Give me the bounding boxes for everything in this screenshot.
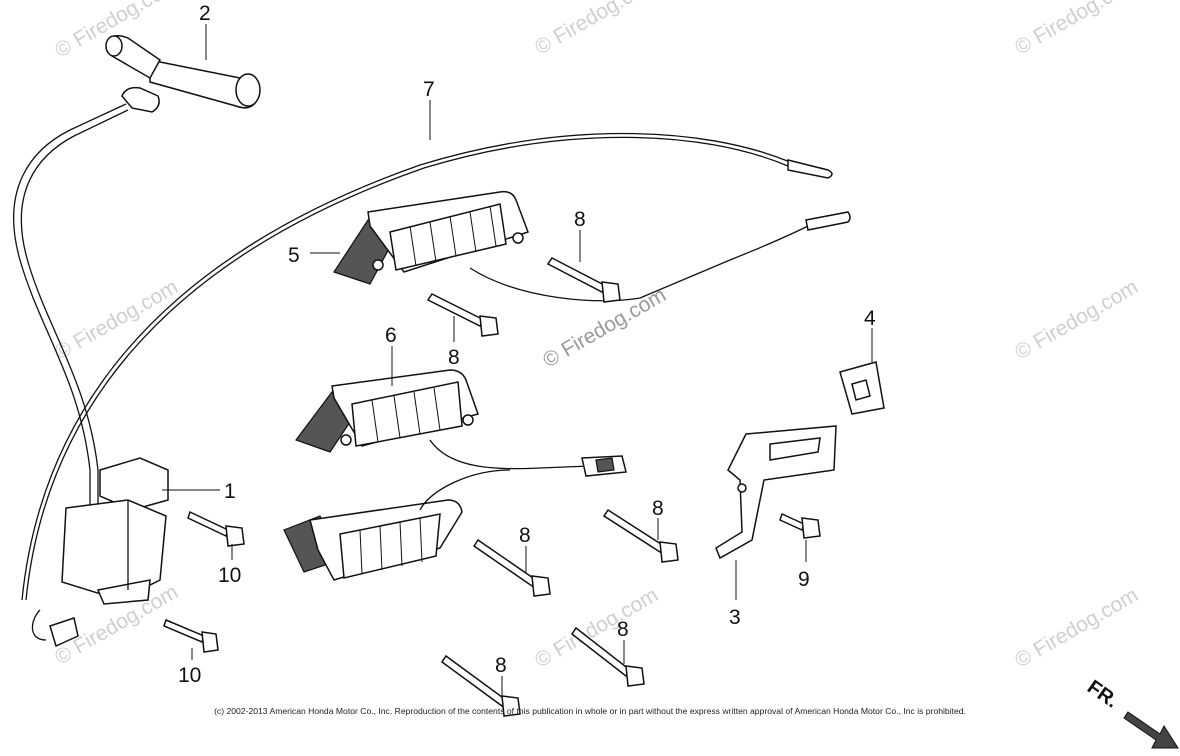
watermark: © Firedog.com (531, 583, 662, 672)
copyright-notice: (c) 2002-2013 American Honda Motor Co., … (214, 706, 966, 716)
bolt-8 (472, 538, 551, 597)
ignition-coil-1 (31, 457, 220, 648)
watermark: © Firedog.com (1011, 0, 1142, 59)
callout-4: 4 (864, 307, 876, 330)
callout-1: 1 (224, 480, 236, 503)
bracket-3 (715, 425, 837, 600)
bolt-8 (440, 654, 521, 717)
callout-8: 8 (574, 208, 586, 231)
callout-10: 10 (178, 664, 201, 687)
callout-8: 8 (448, 346, 460, 369)
callout-10: 10 (218, 564, 241, 587)
exciter-coil-5 (310, 190, 851, 302)
watermark: © Firedog.com (51, 275, 182, 364)
grommet-4 (839, 328, 885, 415)
leader-lines (191, 24, 807, 696)
front-arrow-icon (1123, 711, 1179, 749)
spark-plug-cap-2 (105, 35, 261, 113)
callout-8: 8 (495, 654, 507, 677)
bolt-8 (546, 257, 621, 303)
bolt-10 (187, 510, 245, 547)
callout-8: 8 (652, 497, 664, 520)
exciter-coil-6 (295, 369, 627, 477)
bolt-8 (602, 508, 679, 563)
callouts: 2 7 5 8 6 8 4 1 8 8 10 9 3 8 8 10 (178, 2, 876, 687)
watermark: © Firedog.com (1011, 275, 1142, 364)
high-tension-cord (13, 103, 129, 505)
callout-8: 8 (617, 618, 629, 641)
watermark: © Firedog.com (1011, 583, 1142, 672)
callout-3: 3 (729, 606, 741, 629)
bolts (163, 257, 821, 717)
exciter-coil-lower (283, 469, 511, 581)
bolt-10 (163, 618, 219, 653)
callout-6: 6 (385, 324, 397, 347)
bolt-8 (570, 626, 645, 687)
bolt-9 (779, 512, 821, 539)
callout-7: 7 (423, 78, 435, 101)
callout-5: 5 (288, 244, 300, 267)
watermark: © Firedog.com (531, 0, 662, 59)
callout-8: 8 (519, 524, 531, 547)
watermarks: © Firedog.com © Firedog.com © Firedog.co… (51, 0, 1142, 672)
ground-wire-7 (21, 132, 833, 601)
bolt-8 (426, 293, 499, 337)
callout-9: 9 (798, 568, 810, 591)
callout-2: 2 (199, 2, 211, 25)
